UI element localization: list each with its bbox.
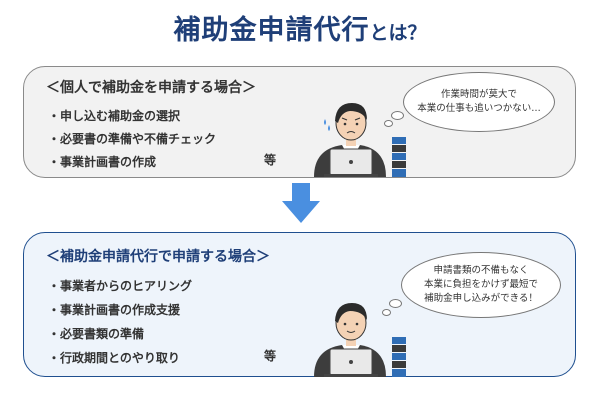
bubble-tail-icon [389,299,402,308]
bullet-icon: ・ [48,132,61,146]
self-apply-panel: ＜個人で補助金を申請する場合＞ ・申し込む補助金の選択 ・必要書の準備や不備チェ… [23,66,576,178]
agency-apply-list: ・事業者からのヒアリング ・事業計画書の作成支援 ・必要書類の準備 ・行政期間と… [48,274,192,370]
bubble-tail-icon [391,111,404,120]
bubble-tail-icon [384,120,393,127]
self-apply-list: ・申し込む補助金の選択 ・必要書の準備や不備チェック ・事業計画書の作成 [48,105,216,174]
list-item: ・事業計画書の作成 [48,151,216,174]
bullet-icon: ・ [48,327,61,341]
agency-apply-panel: ＜補助金申請代行で申請する場合＞ ・事業者からのヒアリング ・事業計画書の作成支… [23,232,576,377]
bullet-icon: ・ [48,155,61,169]
etc-label: 等 [264,349,277,363]
worried-person-icon [314,103,406,177]
bubble-tail-icon [382,309,391,316]
bullet-icon: ・ [48,351,61,365]
self-apply-heading: ＜個人で補助金を申請する場合＞ [46,80,256,96]
thought-bubble: 申請書類の不備もなく 本業に負担をかけず最短で 補助金申し込みができる！ [401,252,561,318]
list-item: ・申し込む補助金の選択 [48,105,216,128]
list-item: ・行政期間とのやり取り [48,346,192,370]
list-item: ・必要書類の準備 [48,322,192,346]
thought-bubble: 作業時間が莫大で 本業の仕事も追いつかない… [403,72,555,132]
etc-label: 等 [264,153,277,167]
agency-apply-heading: ＜補助金申請代行で申請する場合＞ [46,249,270,265]
bullet-icon: ・ [48,109,61,123]
title-sub: とは？ [369,22,427,44]
list-item: ・事業計画書の作成支援 [48,298,192,322]
list-item: ・必要書の準備や不備チェック [48,128,216,151]
list-item: ・事業者からのヒアリング [48,274,192,298]
bullet-icon: ・ [48,303,61,317]
bullet-icon: ・ [48,279,61,293]
down-arrow-icon [282,183,320,223]
person-icon [314,303,406,377]
title-main: 補助金申請代行 [173,15,370,46]
page-title: 補助金申請代行とは？ [0,8,600,47]
